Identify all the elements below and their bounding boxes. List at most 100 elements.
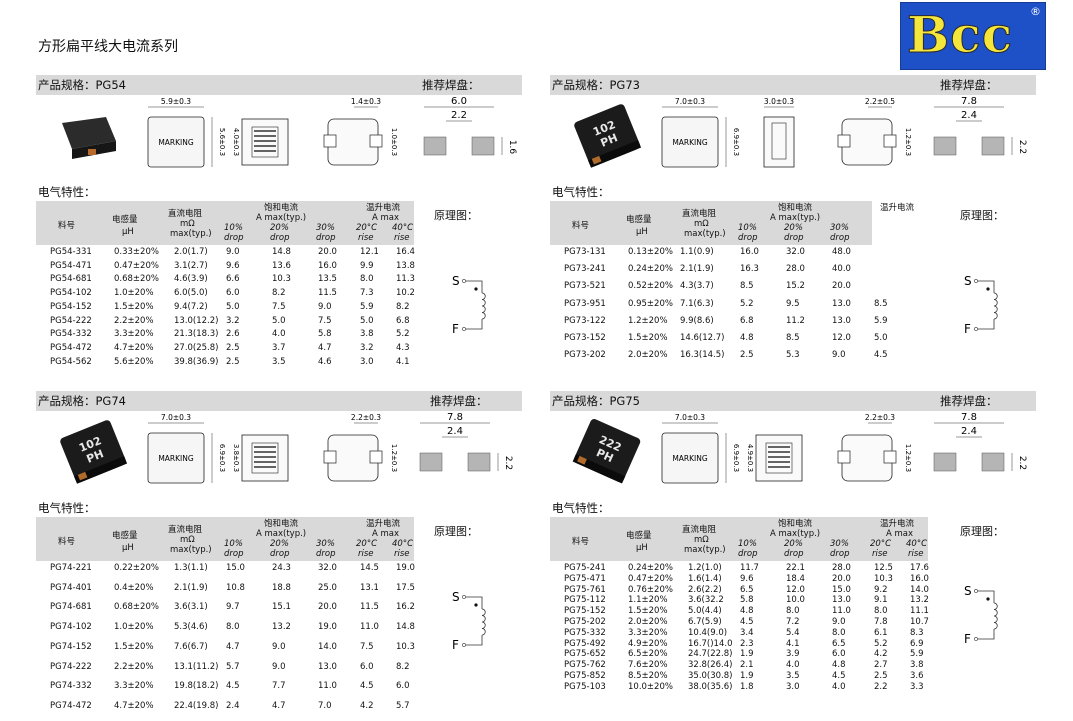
cell-sat-10: 4.7: [226, 641, 240, 652]
cell-inductance: 8.5±20%: [628, 671, 668, 681]
cell-sat-30: 4.0: [832, 681, 846, 692]
cell-sat-10: 15.0: [226, 563, 245, 573]
schematic-node-s: [974, 589, 978, 593]
chip-marking-line2: PH: [85, 447, 106, 466]
cell-sat-30: 28.0: [832, 563, 851, 573]
cell-sat-20: 24.3: [272, 563, 291, 573]
cell-sat-10: 2.5: [740, 350, 754, 361]
cell-temp-20: 4.2: [360, 700, 374, 711]
col-temp-unit: A max: [886, 529, 914, 539]
cell-dcr: 5.0(4.4): [688, 606, 722, 617]
schematic-label: 原理图：: [434, 525, 478, 538]
pin-f: F: [452, 322, 459, 336]
cell-temp-40: 16.4: [396, 247, 415, 257]
col-10pct: 10%: [224, 539, 243, 549]
cell-inductance: 1.5±20%: [628, 606, 668, 617]
side-view-core: [771, 122, 787, 160]
cell-temp-40: 11.3: [396, 274, 415, 285]
marking-text: MARKING: [672, 138, 708, 147]
schematic-node-s: [462, 279, 466, 283]
pad-height: 2.2: [1017, 456, 1027, 470]
col-10-drop: drop: [224, 233, 244, 243]
cell-temp-40: 13.8: [396, 260, 415, 271]
cell-inductance: 3.3±20%: [114, 681, 154, 692]
cell-temp-40: 5.2: [396, 329, 410, 340]
cell-part-no: PG74-681: [50, 602, 92, 613]
pad-label: 推荐焊盘：: [940, 394, 998, 408]
cell-part-no: PG74-472: [50, 700, 92, 711]
cell-sat-20: 4.7: [272, 700, 286, 711]
cell-part-no: PG73-521: [564, 281, 606, 292]
cell-part-no: PG75-152: [564, 606, 606, 617]
col-20pct: 20%: [784, 539, 803, 549]
cell-sat-10: 5.7: [226, 661, 240, 672]
cell-sat-30: 4.5: [832, 671, 846, 681]
component-photo-top: [62, 117, 116, 149]
col-20-drop: drop: [784, 549, 804, 559]
cell-sat-20: 3.0: [786, 681, 800, 692]
cell-temp-20: 6.1: [874, 627, 888, 638]
brand-logo: Bcc ®: [900, 2, 1046, 70]
component-photo-terminal: [77, 471, 88, 481]
pin-s: S: [964, 274, 972, 288]
cell-sat-20: 28.0: [786, 264, 805, 275]
spec-title: 产品规格：PG74: [38, 394, 126, 408]
cell-temp-20: 11.0: [360, 622, 379, 633]
cell-temp-20: 6.0: [360, 661, 374, 672]
cell-part-no: PG75-103: [564, 681, 606, 692]
cell-dcr: 3.6(32.2: [688, 595, 724, 606]
col-inductance-unit: µH: [122, 543, 134, 553]
cell-sat-10: 11.7: [740, 563, 759, 573]
cell-inductance: 4.7±20%: [114, 700, 154, 711]
cell-dcr: 21.3(18.3): [174, 329, 219, 340]
cell-sat-30: 25.0: [318, 582, 337, 593]
schematic-coil: [993, 602, 998, 630]
col-20pct: 20%: [784, 223, 803, 233]
cell-sat-20: 7.7: [272, 681, 286, 692]
col-inductance-unit: µH: [636, 543, 648, 553]
bottom-view-core: [251, 442, 279, 474]
cell-dcr: 4.6(3.9): [174, 274, 208, 285]
cell-dcr: 1.3(1.1): [174, 563, 208, 573]
col-temp-unit: A max: [372, 529, 400, 539]
cell-dcr: 2.6(2.2): [688, 584, 722, 595]
schematic-polarity-dot: [986, 597, 990, 601]
col-20-drop: drop: [784, 233, 804, 243]
cell-temp-40: 19.0: [396, 563, 415, 573]
cell-sat-20: 3.9: [786, 649, 800, 660]
cell-inductance: 0.52±20%: [628, 281, 673, 292]
col-dcr-max: max(typ.): [170, 229, 212, 239]
cell-inductance: 4.7±20%: [114, 342, 154, 353]
pad-left: [933, 136, 957, 156]
cell-temp-40: 6.9: [910, 638, 924, 649]
col-temp-rise: 温升电流: [880, 519, 915, 529]
col-saturation: 饱和电流: [264, 519, 299, 529]
schematic-label: 原理图：: [434, 209, 478, 222]
cell-dcr: 14.6(12.7): [680, 333, 725, 343]
cell-sat-10: 9.7: [226, 602, 240, 613]
cell-inductance: 2.0±20%: [628, 350, 668, 361]
cell-part-no: PG54-331: [50, 247, 92, 257]
cell-temp-40: 8.2: [396, 301, 410, 312]
cell-sat-30: 7.0: [318, 700, 332, 711]
cell-temp-20: 5.9: [874, 315, 888, 326]
spec-title: 产品规格：PG73: [552, 78, 640, 92]
cell-sat-20: 8.0: [786, 606, 800, 617]
col-saturation-unit: A max(typ.): [256, 529, 307, 539]
cell-temp-20: 4.2: [874, 649, 888, 660]
cell-temp-40: 16.0: [910, 573, 929, 584]
